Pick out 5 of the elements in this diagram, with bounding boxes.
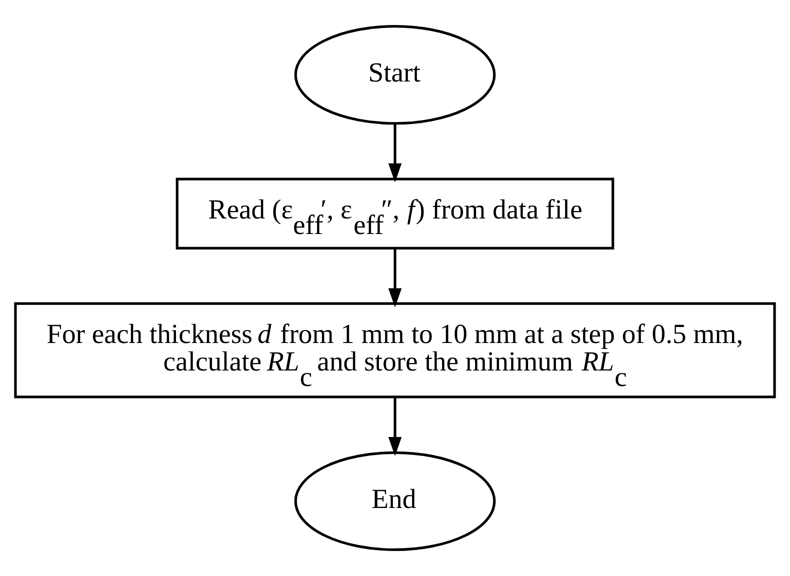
- node-ellipse: Start: [294, 25, 496, 125]
- arrow: [388, 397, 402, 456]
- node-ellipse: End: [294, 451, 496, 552]
- arrow: [388, 248, 402, 308]
- arrow: [388, 124, 402, 182]
